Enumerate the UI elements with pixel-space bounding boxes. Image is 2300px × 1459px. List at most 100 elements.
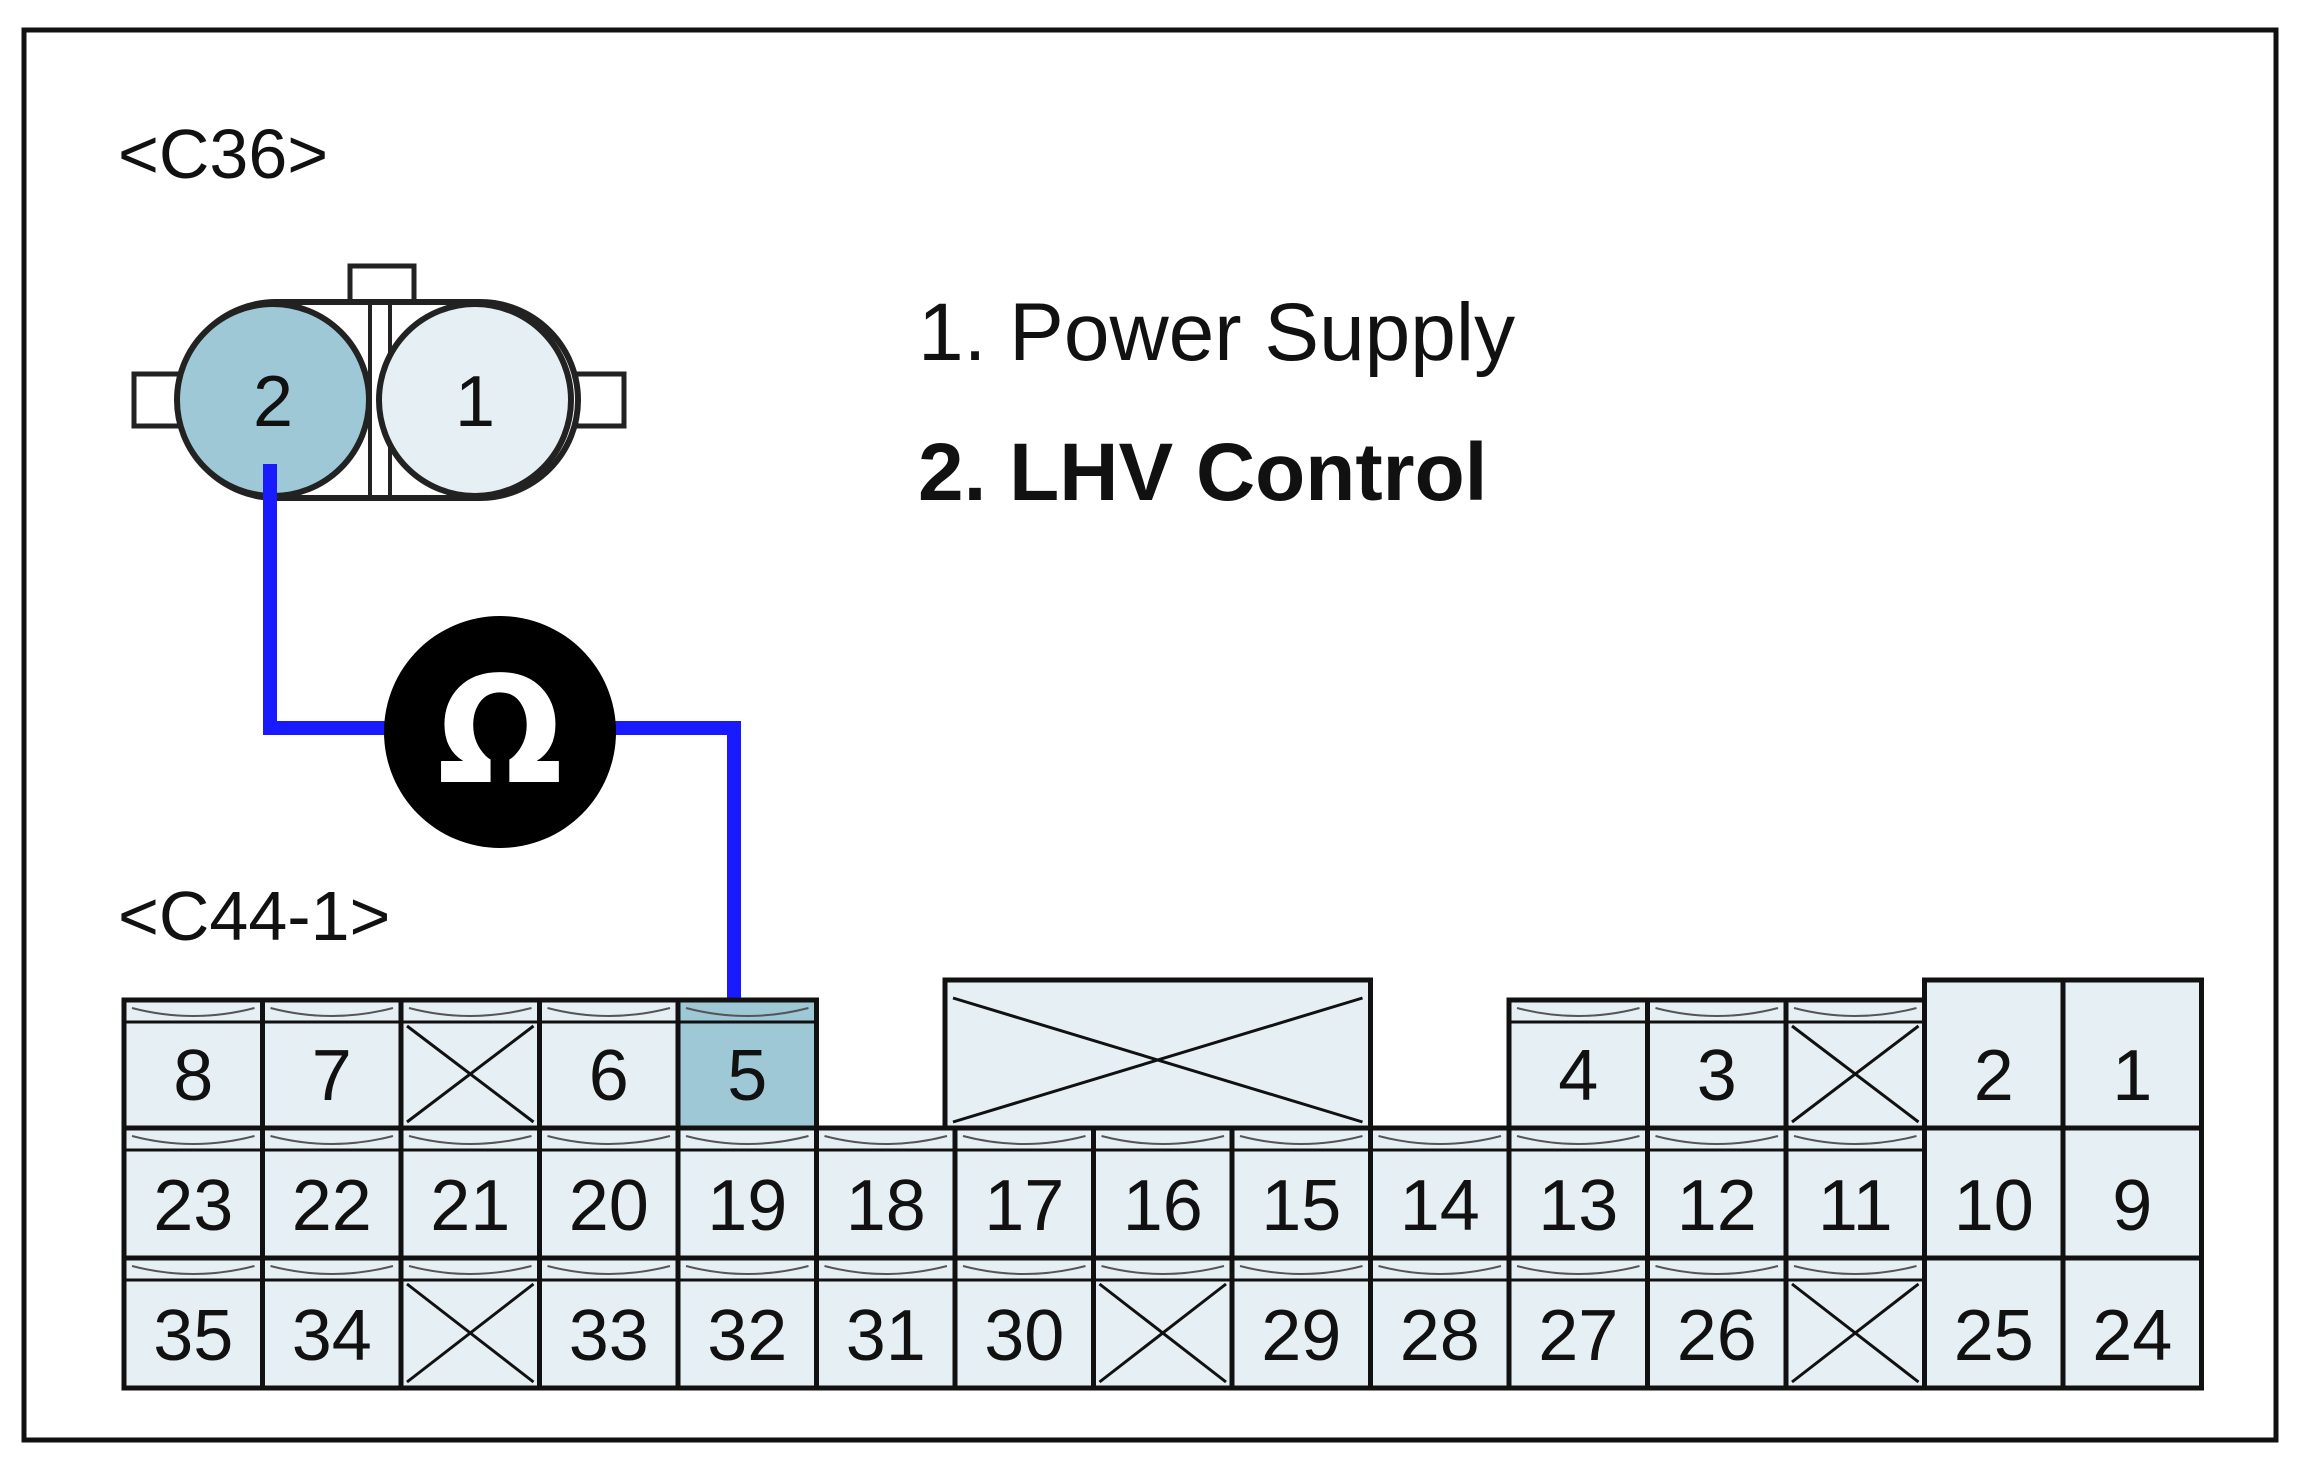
c44-latch-curve	[1516, 1135, 1640, 1145]
c44-latch-curve	[270, 1135, 394, 1145]
connector-c36-label: <C36>	[118, 115, 328, 193]
c44-latch-curve	[1793, 1007, 1917, 1017]
c36-pin-1-number: 1	[455, 362, 495, 442]
connector-c44-label: <C44-1>	[118, 877, 390, 955]
c44-pin-9-number: 9	[2112, 1166, 2152, 1246]
c36-pin-2-number: 2	[253, 362, 293, 442]
c44-blank-cavity	[398, 1255, 542, 1391]
c44-pin-5-number: 5	[727, 1036, 767, 1116]
c44-blank-x	[406, 1024, 535, 1124]
c44-pin-19-number: 19	[707, 1166, 787, 1246]
c44-blank-x	[1098, 1282, 1227, 1384]
c44-latch-curve	[1655, 1265, 1779, 1275]
legend-lhv-control: 2. LHV Control	[918, 427, 1487, 518]
c44-latch-curve	[1239, 1265, 1363, 1275]
c44-latch-curve	[962, 1135, 1086, 1145]
c44-latch-curve	[547, 1007, 671, 1017]
connector-c36: 2 1	[131, 263, 627, 501]
c44-pin-12-number: 12	[1677, 1166, 1757, 1246]
c44-pin-35-number: 35	[153, 1296, 233, 1376]
c44-latch-curve	[1516, 1265, 1640, 1275]
c44-pin-18-number: 18	[846, 1166, 926, 1246]
ohm-symbol: Ω	[437, 645, 563, 817]
c44-latch-curve	[270, 1007, 394, 1017]
c44-pin-20-number: 20	[569, 1166, 649, 1246]
c44-pin-16-number: 16	[1123, 1166, 1203, 1246]
c44-pin-10	[1922, 1125, 2066, 1261]
c44-pin-23-number: 23	[153, 1166, 233, 1246]
test-wire-2	[584, 721, 741, 1032]
c44-blank-cavity	[1783, 1255, 1927, 1391]
c44-latch-curve	[1239, 1135, 1363, 1145]
c36-pin-1	[376, 301, 574, 499]
c44-blank-x	[406, 1282, 535, 1384]
c44-latch-curve	[1793, 1265, 1917, 1275]
c44-pin-4-number: 4	[1558, 1036, 1598, 1116]
c44-pin-30-number: 30	[984, 1296, 1064, 1376]
c44-pin-27-number: 27	[1538, 1296, 1618, 1376]
c44-latch-curve	[685, 1007, 809, 1017]
c44-pin-28-number: 28	[1400, 1296, 1480, 1376]
c44-latch-curve	[1101, 1265, 1225, 1275]
c44-latch-curve	[1655, 1135, 1779, 1145]
c44-pin-10-number: 10	[1954, 1166, 2034, 1246]
c44-latch-curve	[962, 1265, 1086, 1275]
c44-latch-curve	[1378, 1265, 1502, 1275]
c44-pin-13-number: 13	[1538, 1166, 1618, 1246]
c44-pin-3-number: 3	[1697, 1036, 1737, 1116]
c44-latch-curve	[408, 1007, 532, 1017]
c44-latch-curve	[824, 1265, 948, 1275]
c44-pin-24-number: 24	[2092, 1296, 2172, 1376]
c44-latch-curve	[685, 1265, 809, 1275]
c44-pin-1-number: 1	[2112, 1036, 2152, 1116]
c44-latch-curve	[131, 1007, 255, 1017]
c44-pin-29-number: 29	[1261, 1296, 1341, 1376]
c44-pin-17-number: 17	[984, 1166, 1064, 1246]
c44-latch-curve	[131, 1265, 255, 1275]
c44-latch-curve	[824, 1135, 948, 1145]
c44-pin-8-number: 8	[173, 1036, 213, 1116]
c44-pin-24	[2060, 1255, 2204, 1391]
legend-power-supply: 1. Power Supply	[918, 287, 1515, 378]
c44-pin-1	[2060, 977, 2204, 1131]
c44-latch-curve	[131, 1135, 255, 1145]
c44-pin-7-number: 7	[312, 1036, 352, 1116]
c44-latch-curve	[1793, 1135, 1917, 1145]
c44-latch-curve	[1655, 1007, 1779, 1017]
c44-pin-32-number: 32	[707, 1296, 787, 1376]
test-wire	[263, 464, 416, 735]
c44-pin-34-number: 34	[292, 1296, 372, 1376]
c44-pin-15-number: 15	[1261, 1166, 1341, 1246]
c44-latch-curve	[1378, 1135, 1502, 1145]
c44-pin-2-number: 2	[1974, 1036, 2014, 1116]
c44-pin-25-number: 25	[1954, 1296, 2034, 1376]
c44-pin-9	[2060, 1125, 2204, 1261]
c44-blank-x	[1791, 1024, 1920, 1124]
c44-latch-curve	[1516, 1007, 1640, 1017]
c44-latch-curve	[547, 1265, 671, 1275]
ohmmeter-icon: Ω	[384, 616, 616, 848]
c44-blank-cavity	[1783, 997, 1927, 1131]
c44-pin-31-number: 31	[846, 1296, 926, 1376]
c44-pin-25	[1922, 1255, 2066, 1391]
c44-pin-6-number: 6	[589, 1036, 629, 1116]
c44-latch-curve	[685, 1135, 809, 1145]
c44-pin-2	[1922, 977, 2066, 1131]
c44-blank-cavity	[398, 997, 542, 1131]
c44-blank-block-x	[952, 996, 1363, 1124]
c44-blank-cavity	[1091, 1255, 1235, 1391]
c44-blank-x	[1791, 1282, 1920, 1384]
c44-pin-33-number: 33	[569, 1296, 649, 1376]
c44-latch-curve	[408, 1265, 532, 1275]
c44-pin-26-number: 26	[1677, 1296, 1757, 1376]
c44-pin-22-number: 22	[292, 1166, 372, 1246]
c44-latch-curve	[547, 1135, 671, 1145]
c44-latch-curve	[270, 1265, 394, 1275]
c44-latch-curve	[1101, 1135, 1225, 1145]
c44-pin-21-number: 21	[430, 1166, 510, 1246]
c44-pin-14-number: 14	[1400, 1166, 1480, 1246]
c44-pin-11-number: 11	[1818, 1166, 1893, 1246]
c44-latch-curve	[408, 1135, 532, 1145]
